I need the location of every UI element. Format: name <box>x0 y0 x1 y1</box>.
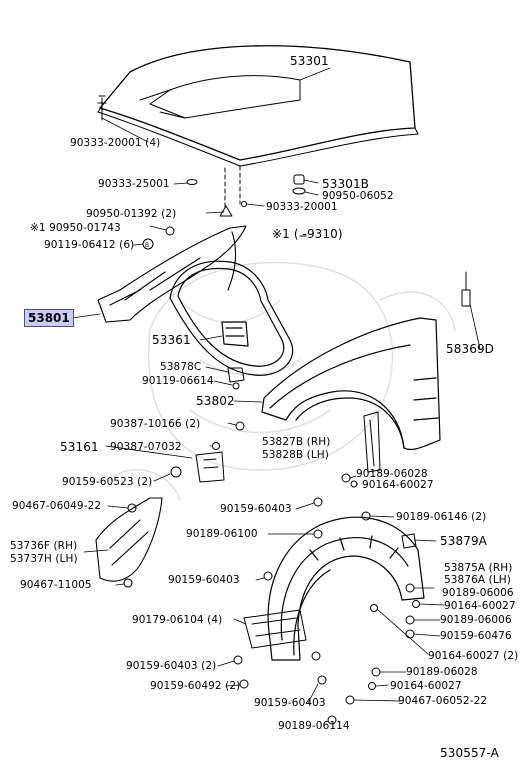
label-90189-06006-a: 90189-06006 <box>442 587 514 599</box>
label-90467-11005: 90467-11005 <box>20 579 92 591</box>
label-90164-60027-c: 90164-60027 (2) <box>428 650 519 662</box>
fender-liner-53875A <box>267 516 425 661</box>
splash-shield-53736F <box>95 497 163 588</box>
label-90159-60403-d: 90159-60403 <box>254 697 326 709</box>
hood-53301 <box>97 45 419 211</box>
label-53878C: 53878C <box>160 361 202 373</box>
label-90119-06614: 90119-06614 <box>142 375 214 387</box>
label-53802: 53802 <box>196 394 235 408</box>
label-90164-60027-b: 90164-60027 <box>444 600 516 612</box>
label-53879A: 53879A <box>440 534 487 548</box>
label-53737H: 53737H (LH) <box>10 553 78 565</box>
label-90159-60403-b: 90159-60403 <box>168 574 240 586</box>
label-90164-60027-a: 90164-60027 <box>362 479 434 491</box>
fasteners <box>233 473 420 725</box>
bracket-58369D <box>461 271 471 307</box>
note-symbol: ※1 <box>272 227 290 241</box>
label-90467-06052-22: 90467-06052-22 <box>398 695 488 707</box>
label-53876A: 53876A (LH) <box>444 574 511 586</box>
svg-text:B: B <box>145 242 149 249</box>
label-90159-60523: 90159-60523 (2) <box>62 476 153 488</box>
label-53361: 53361 <box>152 333 191 347</box>
label-58369D: 58369D <box>446 342 495 356</box>
watermark-emblem <box>109 261 456 501</box>
label-90189-06146: 90189-06146 (2) <box>396 511 487 523</box>
label-90189-06028-a: 90189-06028 <box>356 468 428 480</box>
label-90950-01743: ※1 90950-01743 <box>30 222 121 234</box>
label-53827B: 53827B (RH) <box>262 436 331 448</box>
hinge-53878C <box>227 367 245 390</box>
label-90189-06100: 90189-06100 <box>186 528 258 540</box>
label-53301: 53301 <box>290 54 329 68</box>
label-90950-01392: 90950-01392 (2) <box>86 208 177 220</box>
label-90189-06028-b: 90189-06028 <box>406 666 478 678</box>
label-90467-06049-22: 90467-06049-22 <box>12 500 102 512</box>
hood-hardware: B <box>97 95 306 250</box>
label-53161: 53161 <box>60 440 99 454</box>
hood-seal-53361 <box>169 260 294 376</box>
label-90179-06104: 90179-06104 (4) <box>132 614 223 626</box>
label-90189-06114: 90189-06114 <box>278 720 350 732</box>
fender-apron-53801 <box>97 225 247 323</box>
leader-lines <box>71 67 481 725</box>
label-90387-10166: 90387-10166 (2) <box>110 418 201 430</box>
label-90387-07032: 90387-07032 <box>110 441 182 453</box>
label-53875A: 53875A (RH) <box>444 562 513 574</box>
front-fender-53802 <box>261 317 441 451</box>
label-90164-60027-d: 90164-60027 <box>390 680 462 692</box>
note-mark: ※1 ( -9310) <box>272 227 343 241</box>
label-90189-06006-b: 90189-06006 <box>440 614 512 626</box>
label-90333-20001: 90333-20001 <box>266 201 338 213</box>
label-90159-60476: 90159-60476 <box>440 630 512 642</box>
label-90159-60403-a: 90159-60403 <box>220 503 292 515</box>
label-90333-20001-4: 90333-20001 (4) <box>70 137 161 149</box>
highlighted-part-53801[interactable]: 53801 <box>24 309 74 327</box>
under-cover <box>243 609 307 649</box>
label-90159-60403-c: 90159-60403 (2) <box>126 660 217 672</box>
label-90159-60492: 90159-60492 (2) <box>150 680 241 692</box>
label-53828B: 53828B (LH) <box>262 449 329 461</box>
label-53301B: 53301B <box>322 177 370 191</box>
bracket-53161 <box>170 421 245 483</box>
figure-id: 530557-A <box>440 746 499 760</box>
label-90119-06412: 90119-06412 (6) <box>44 239 135 251</box>
note-range: ( -9310) <box>293 227 343 241</box>
label-90333-25001: 90333-25001 <box>98 178 170 190</box>
label-53736F: 53736F (RH) <box>10 540 78 552</box>
bracket-53827B <box>363 411 381 473</box>
label-90950-06052: 90950-06052 <box>322 190 394 202</box>
